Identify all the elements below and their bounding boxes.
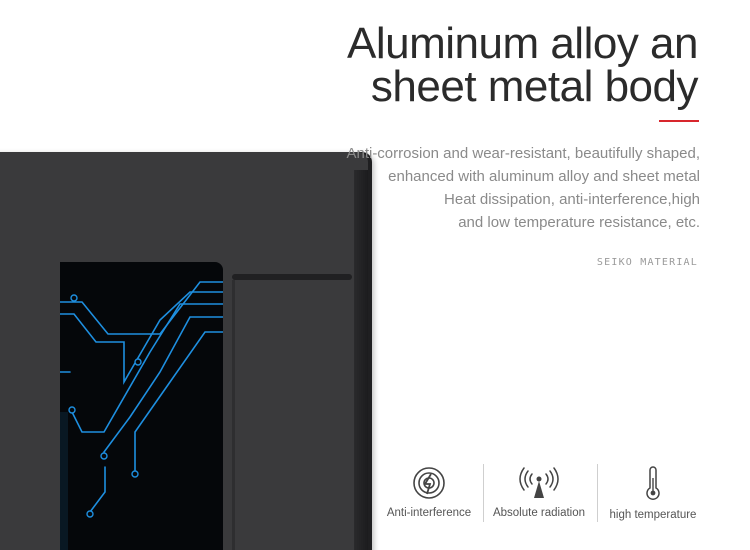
- headline-line-2: sheet metal body: [370, 62, 699, 111]
- anti-interference-icon: [413, 467, 445, 499]
- description: Anti-corrosion and wear-resistant, beaut…: [346, 142, 700, 234]
- feature-label: high temperature: [609, 509, 697, 521]
- feature-list: Anti-interference Absolute radiation: [376, 462, 706, 532]
- accent-rule: [659, 120, 699, 122]
- circuit-graphic: [60, 281, 223, 550]
- feature-label: Anti-interference: [386, 507, 472, 519]
- thermometer-icon: [646, 466, 660, 500]
- brand-label: SEIKO MATERIAL: [596, 257, 698, 268]
- headline: Aluminum alloy an sheet metal body: [347, 19, 699, 111]
- device-side-edge: [354, 170, 368, 550]
- feature-absolute-radiation: Absolute radiation: [486, 462, 592, 524]
- feature-label: Absolute radiation: [492, 507, 586, 519]
- description-line: enhanced with aluminum alloy and sheet m…: [388, 168, 700, 185]
- description-line: Anti-corrosion and wear-resistant, beaut…: [346, 145, 700, 162]
- description-line: and low temperature resistance, etc.: [458, 214, 700, 231]
- feature-high-temperature: high temperature: [600, 462, 706, 524]
- feature-divider: [483, 464, 484, 522]
- device-screen: [60, 262, 223, 550]
- device-bezel-edge: [232, 280, 235, 550]
- radiation-signal-icon: [519, 467, 559, 498]
- feature-anti-interference: Anti-interference: [376, 462, 482, 524]
- description-line: Heat dissipation, anti-interference,high: [444, 191, 700, 208]
- headline-line-1: Aluminum alloy an: [347, 19, 699, 68]
- feature-divider: [597, 464, 598, 522]
- device-groove: [232, 274, 352, 280]
